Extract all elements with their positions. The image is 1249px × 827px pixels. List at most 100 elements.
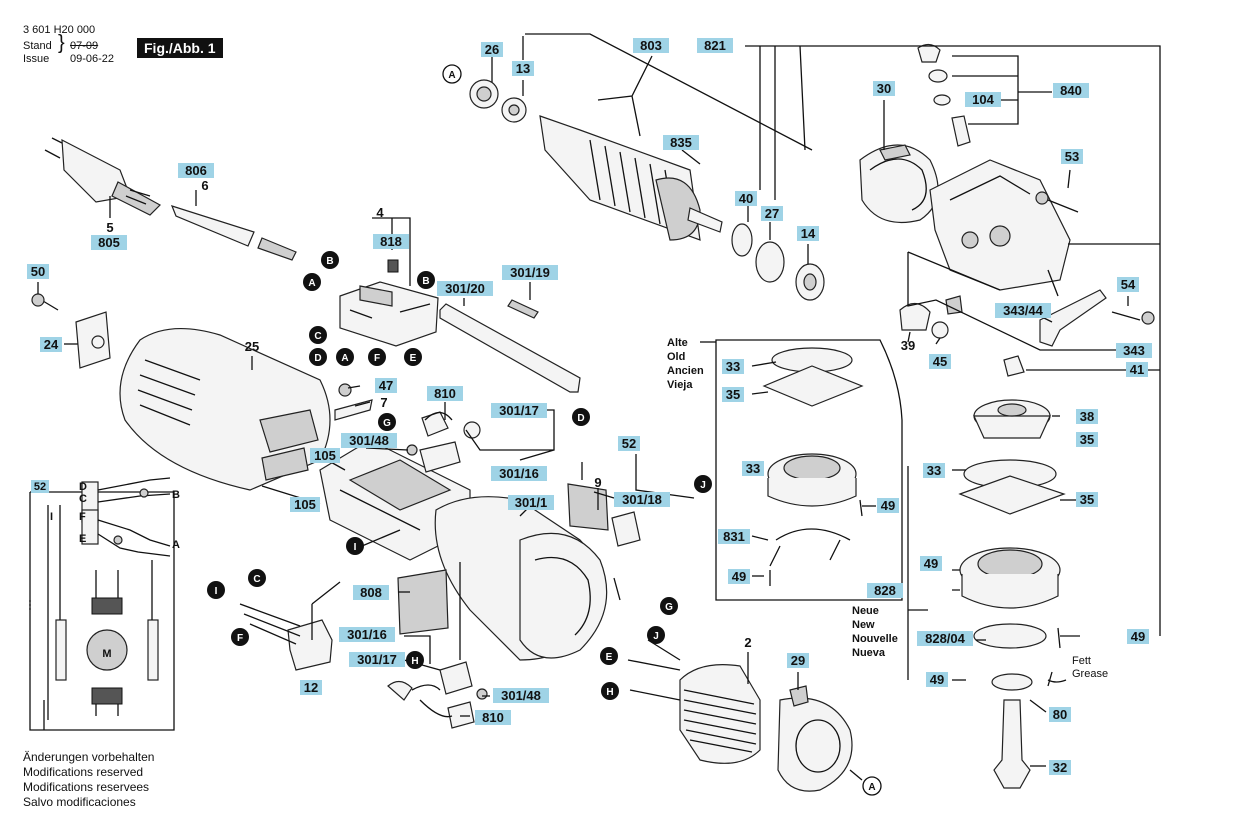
new-group-line: Nouvelle [852, 633, 898, 645]
part-label: 840 [1060, 83, 1082, 98]
spindle-lock-drawing [899, 269, 1155, 347]
part-number: 3 601 H20 000 [23, 24, 96, 36]
stand-label: Stand [23, 40, 52, 52]
issue-label: Issue [23, 53, 50, 65]
part-label: 828 [874, 583, 896, 598]
part-label-bg [965, 92, 1001, 107]
part-label-bg [797, 226, 819, 241]
part-label: 33 [927, 463, 941, 478]
part-label: 26 [485, 42, 499, 57]
part-label-bg [1076, 432, 1098, 447]
part-label: 301/17 [357, 652, 397, 667]
part-label-bg [697, 38, 733, 53]
part-label: 52 [622, 436, 636, 451]
old-group-line: Old [667, 351, 685, 363]
part-label-bg [614, 492, 670, 507]
part-label-bg [1053, 83, 1089, 98]
part-label: 49 [924, 556, 938, 571]
new-group-line: Neue [852, 605, 879, 617]
part-label: 301/1 [515, 495, 548, 510]
part-label: 29 [791, 653, 805, 668]
part-label-bg [508, 495, 554, 510]
part-label: 80 [1053, 707, 1067, 722]
marker-circle [378, 413, 396, 431]
part-label: 810 [482, 710, 504, 725]
lower-brush-drawing [387, 661, 488, 729]
part-label-bg [923, 463, 945, 478]
part-label: 5 [106, 220, 113, 235]
issue-date: 09-06-22 [70, 53, 115, 65]
part-label: 301/48 [501, 688, 541, 703]
part-label-bg [1117, 277, 1139, 292]
marker-letter: B [326, 256, 333, 267]
part-label: 803 [640, 38, 662, 53]
marker-letter: F [237, 633, 243, 644]
part-label-bg [877, 498, 899, 513]
marker-circle [600, 647, 618, 665]
new-group-line: New [852, 619, 875, 631]
grease-line: Grease [1072, 668, 1108, 680]
marker-letter: E [606, 652, 613, 663]
part-label: 301/16 [347, 627, 387, 642]
marker-circle [309, 348, 327, 366]
part-label: 828/04 [925, 631, 966, 646]
marker-circle [572, 408, 590, 426]
part-label: 47 [379, 378, 393, 393]
marker-circle [601, 682, 619, 700]
part-label-bg [290, 497, 320, 512]
part-label: 39 [901, 338, 915, 353]
brace: } [58, 32, 65, 54]
grease-label: Fett Grease [1072, 655, 1108, 680]
part-label-bg [718, 529, 750, 544]
marker-letter: I [215, 586, 218, 597]
part-label-bg [502, 265, 558, 280]
marker-letter: J [700, 480, 706, 491]
gear-drawing [973, 355, 1051, 439]
part-label-bg [722, 359, 744, 374]
part-label-bg [761, 206, 783, 221]
part-label-bg [491, 403, 547, 418]
new-group-line: Nueva [852, 647, 886, 659]
part-label-bg [728, 569, 750, 584]
part-label-bg [27, 264, 49, 279]
part-label: 831 [723, 529, 745, 544]
part-label-bg [1127, 629, 1149, 644]
part-label-bg [178, 163, 214, 178]
figure-label: Fig./Abb. 1 [137, 38, 223, 58]
part-label: 7 [380, 395, 387, 410]
part-label: 30 [877, 81, 891, 96]
part-label-bg [40, 337, 62, 352]
marker-circle [368, 348, 386, 366]
back-plate-drawing [31, 293, 111, 369]
brush-holder-drawing [319, 383, 481, 561]
part-label: 49 [881, 498, 895, 513]
part-label: 301/17 [499, 403, 539, 418]
marker-letter: G [665, 602, 673, 613]
part-label-bg [1126, 362, 1148, 377]
part-label: 32 [1053, 760, 1067, 775]
marker-letter: F [374, 353, 380, 364]
old-group-line: Ancien [667, 365, 704, 377]
part-label-bg [375, 378, 397, 393]
marker-letter: H [606, 687, 613, 698]
part-label: 53 [1065, 149, 1079, 164]
part-label: 806 [185, 163, 207, 178]
wiring-terminal: F [79, 511, 86, 523]
part-label: 9 [594, 475, 601, 490]
marker-circle [336, 348, 354, 366]
part-label-bg [349, 652, 405, 667]
part-label-bg [373, 234, 409, 249]
field-coil-drawing [627, 639, 761, 764]
gear-head-drawing [917, 43, 1079, 291]
part-label: 41 [1130, 362, 1144, 377]
part-label-bg [475, 710, 511, 725]
part-label-bg [1061, 149, 1083, 164]
wiring-terminal: E [79, 533, 86, 545]
part-label-bg [995, 303, 1051, 318]
part-label: 50 [31, 264, 45, 279]
gear-housing-drawing [397, 483, 641, 661]
wiring-terminal: B [172, 489, 180, 501]
note-line: Änderungen vorbehalten [23, 750, 155, 764]
part-label: 38 [1080, 409, 1094, 424]
marker-circle [647, 626, 665, 644]
